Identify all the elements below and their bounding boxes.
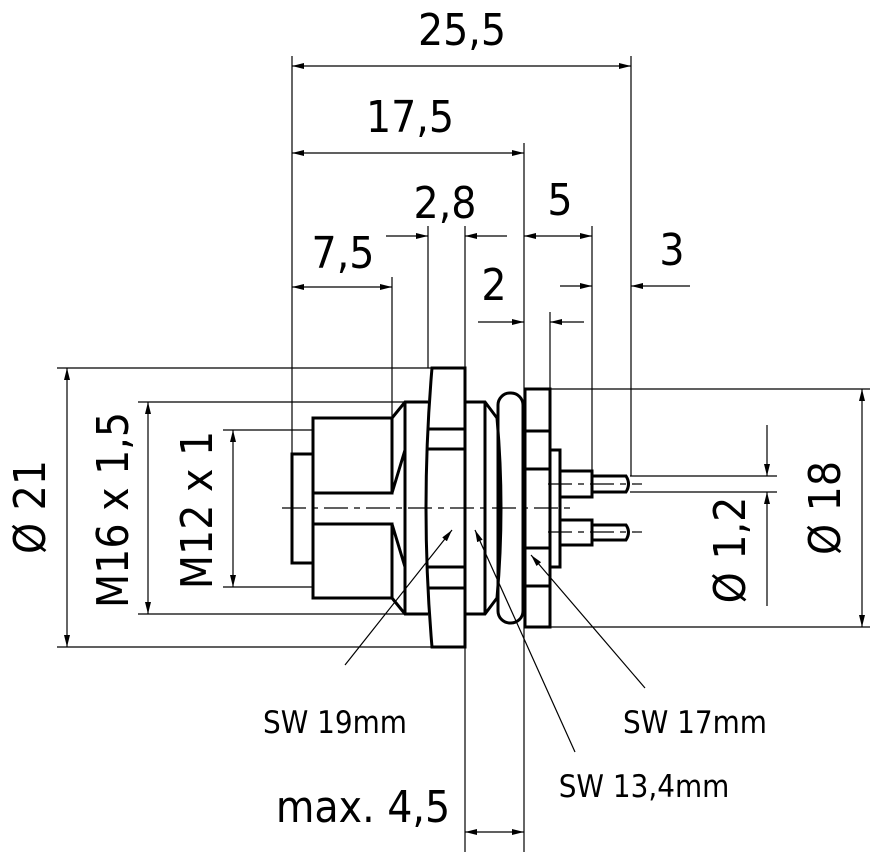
- dim-2-8: 2,8: [414, 178, 477, 229]
- dim-d1-2: Ø 1,2: [705, 497, 756, 604]
- center-lines: [282, 483, 642, 533]
- dim-3: 3: [659, 225, 684, 276]
- dim-max-4-5: max. 4,5: [276, 782, 450, 833]
- dim-25-5: 25,5: [418, 5, 506, 56]
- dim-7-5: 7,5: [312, 228, 375, 279]
- dim-17-5: 17,5: [366, 92, 454, 143]
- dim-2: 2: [481, 260, 506, 311]
- dim-5: 5: [547, 175, 572, 226]
- dim-d21: Ø 21: [5, 460, 56, 554]
- dim-d18: Ø 18: [800, 461, 851, 555]
- callout-sw17: SW 17mm: [623, 705, 767, 741]
- callout-sw19: SW 19mm: [263, 705, 407, 741]
- dim-m12: M12 x 1: [172, 431, 223, 589]
- callout-sw13-4: SW 13,4mm: [559, 769, 730, 805]
- dim-m16: M16 x 1,5: [88, 412, 139, 608]
